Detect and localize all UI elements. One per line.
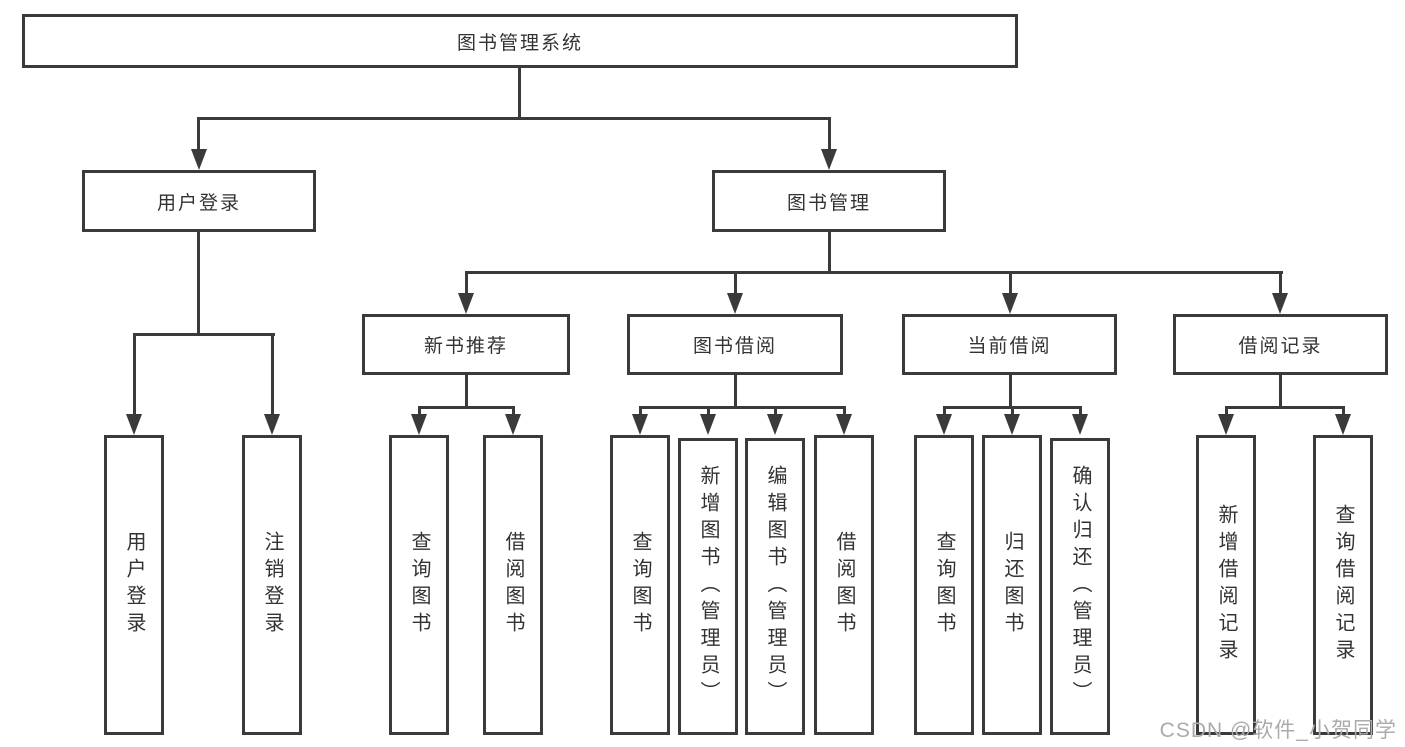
connector-line: [1225, 406, 1228, 417]
node-login-branch: 用户登录: [82, 170, 316, 232]
connector-line: [1009, 271, 1012, 295]
connector-line: [1011, 406, 1014, 417]
leaf-logout: 注销登录: [242, 435, 302, 735]
node-root: 图书管理系统: [22, 14, 1018, 68]
arrow-down-icon: [411, 414, 427, 435]
node-current-borrow: 当前借阅: [902, 314, 1117, 375]
arrow-down-icon: [126, 414, 142, 435]
connector-line: [1225, 406, 1345, 409]
arrow-down-icon: [727, 293, 743, 314]
connector-line: [774, 406, 777, 417]
connector-line: [1279, 271, 1282, 295]
watermark-text: CSDN @软件_小贺同学: [1159, 719, 1397, 742]
leaf-cb-return-books: 归还图书: [982, 435, 1042, 735]
connector-line: [1079, 406, 1082, 417]
connector-line: [512, 406, 515, 417]
arrow-down-icon: [767, 414, 783, 435]
leaf-user-login: 用户登录: [104, 435, 164, 735]
connector-line: [133, 333, 136, 416]
node-book-borrow: 图书借阅: [627, 314, 843, 375]
leaf-br-query-record: 查询借阅记录: [1313, 435, 1373, 735]
arrow-down-icon: [1004, 414, 1020, 435]
connector-line: [197, 232, 200, 336]
node-new-book: 新书推荐: [362, 314, 570, 375]
connector-line: [418, 406, 515, 409]
connector-line: [1009, 375, 1012, 409]
connector-line: [271, 333, 274, 416]
leaf-bb-edit-books: 编辑图书（管理员）: [745, 438, 805, 735]
connector-line: [197, 117, 831, 120]
connector-line: [465, 271, 468, 295]
connector-line: [828, 232, 831, 274]
connector-line: [465, 271, 1283, 274]
leaf-cb-confirm-return: 确认归还（管理员）: [1050, 438, 1110, 735]
leaf-cb-query-books: 查询图书: [914, 435, 974, 735]
leaf-bb-add-books: 新增图书（管理员）: [678, 438, 738, 735]
leaf-nbr-borrow-books: 借阅图书: [483, 435, 543, 735]
arrow-down-icon: [936, 414, 952, 435]
arrow-down-icon: [632, 414, 648, 435]
arrow-down-icon: [1002, 293, 1018, 314]
arrow-down-icon: [264, 414, 280, 435]
connector-line: [197, 117, 200, 153]
connector-line: [943, 406, 946, 417]
arrow-down-icon: [836, 414, 852, 435]
arrow-down-icon: [1072, 414, 1088, 435]
connector-line: [1279, 375, 1282, 409]
connector-line: [734, 375, 737, 409]
arrow-down-icon: [700, 414, 716, 435]
node-borrow-records: 借阅记录: [1173, 314, 1388, 375]
arrow-down-icon: [191, 149, 207, 170]
leaf-br-add-record: 新增借阅记录: [1196, 435, 1256, 735]
connector-line: [843, 406, 846, 417]
connector-line: [734, 271, 737, 295]
connector-line: [639, 406, 642, 417]
leaf-bb-borrow-books: 借阅图书: [814, 435, 874, 735]
arrow-down-icon: [1335, 414, 1351, 435]
arrow-down-icon: [458, 293, 474, 314]
node-book-mgmt: 图书管理: [712, 170, 946, 232]
connector-line: [465, 375, 468, 409]
leaf-nbr-query-books: 查询图书: [389, 435, 449, 735]
connector-line: [707, 406, 710, 417]
arrow-down-icon: [1218, 414, 1234, 435]
connector-line: [639, 406, 846, 409]
connector-line: [828, 117, 831, 153]
arrow-down-icon: [505, 414, 521, 435]
connector-line: [418, 406, 421, 417]
arrow-down-icon: [1272, 293, 1288, 314]
leaf-bb-query-books: 查询图书: [610, 435, 670, 735]
connector-line: [133, 333, 275, 336]
arrow-down-icon: [821, 149, 837, 170]
connector-line: [1342, 406, 1345, 417]
connector-line: [518, 68, 521, 118]
